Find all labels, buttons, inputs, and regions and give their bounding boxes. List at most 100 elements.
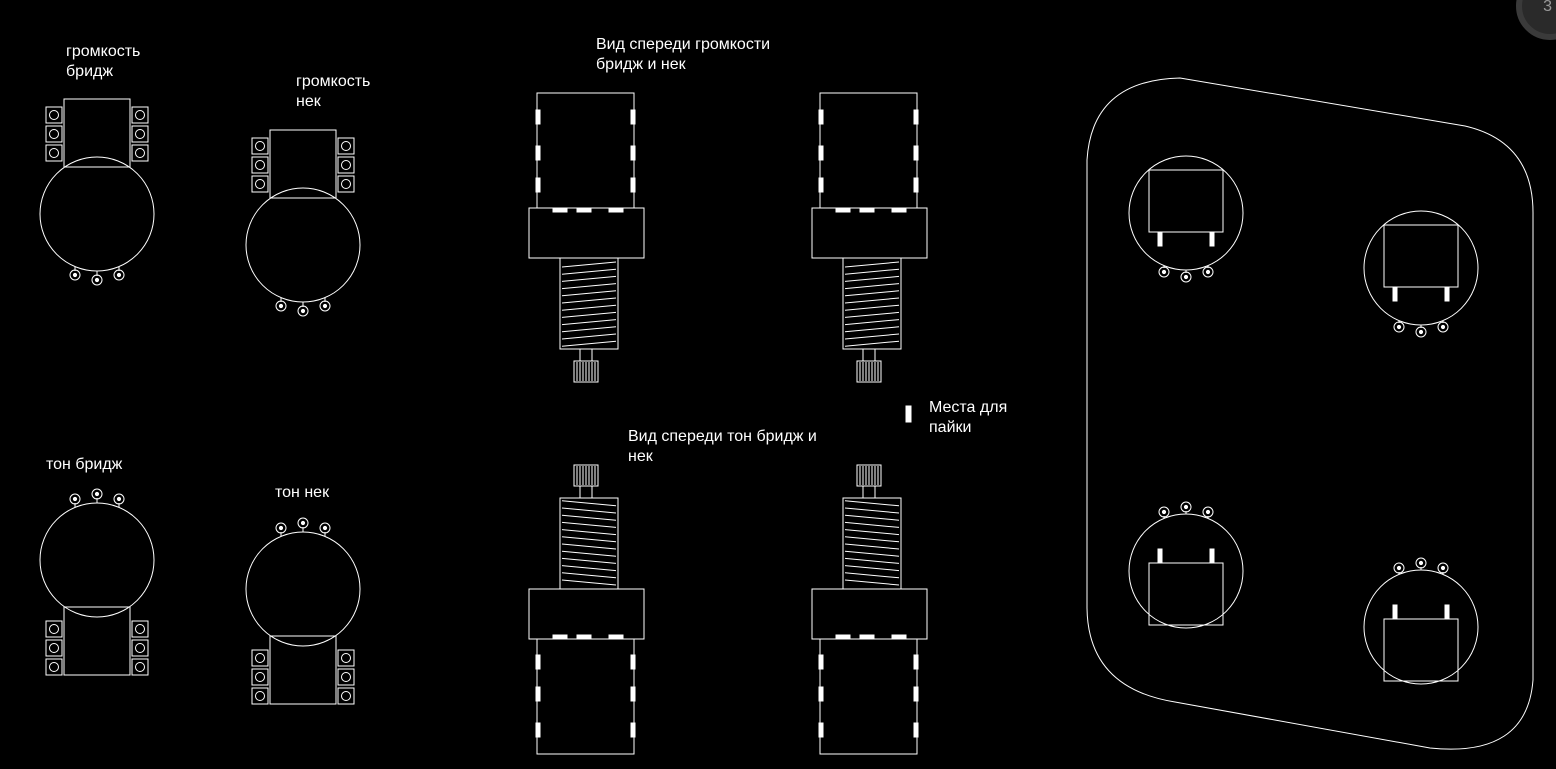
- thread-line: [844, 572, 900, 579]
- lug-hole: [1205, 269, 1211, 275]
- terminal-screw: [341, 179, 351, 189]
- solder-lug: [319, 300, 331, 312]
- switch-terminal: [251, 156, 269, 174]
- solder-tab: [913, 177, 919, 193]
- pot-body: [245, 531, 361, 647]
- thread-line: [844, 536, 900, 543]
- pot-tone-neck: [245, 517, 361, 705]
- solder-tab: [608, 634, 624, 640]
- thread-line: [561, 521, 617, 528]
- solder-lug: [1393, 321, 1405, 333]
- terminal-screw: [255, 691, 265, 701]
- corner-page-button[interactable]: [1516, 0, 1556, 40]
- terminal-screw: [49, 624, 59, 634]
- thread-line: [844, 500, 900, 507]
- terminal-screw: [49, 662, 59, 672]
- thread-line: [844, 319, 900, 326]
- lug-hole: [116, 272, 122, 278]
- pot-body: [1363, 569, 1479, 685]
- solder-tab: [552, 207, 568, 213]
- solder-lug: [69, 269, 81, 281]
- thread-line: [844, 275, 900, 282]
- thread-line: [844, 304, 900, 311]
- lug-hole: [300, 308, 306, 314]
- lug-hole: [94, 491, 100, 497]
- solder-lug: [69, 493, 81, 505]
- solder-tab: [835, 634, 851, 640]
- switch-box: [536, 92, 635, 209]
- switch-box: [1148, 562, 1224, 626]
- plate-pot-tone-neck: [1363, 557, 1479, 685]
- solder-lug: [1158, 266, 1170, 278]
- thread-line: [561, 304, 617, 311]
- switch-housing: [63, 606, 131, 676]
- terminal-screw: [255, 160, 265, 170]
- lug-hole: [1161, 509, 1167, 515]
- lug-hole: [1205, 509, 1211, 515]
- thread-line: [561, 275, 617, 282]
- solder-lug: [297, 305, 309, 317]
- pot-casing: [528, 207, 645, 259]
- lug-hole: [1396, 565, 1402, 571]
- lug-hole: [1440, 565, 1446, 571]
- thread-line: [561, 565, 617, 572]
- switch-terminal: [251, 137, 269, 155]
- pot-body: [1363, 210, 1479, 326]
- thread-line: [561, 529, 617, 536]
- lug-hole: [116, 496, 122, 502]
- pot-casing: [811, 207, 928, 259]
- legend-solder-marker: [905, 405, 912, 423]
- terminal-screw: [341, 672, 351, 682]
- shaft: [579, 348, 593, 362]
- solder-lug: [1202, 506, 1214, 518]
- thread-line: [844, 579, 900, 586]
- lug-hole: [322, 303, 328, 309]
- solder-tab: [891, 634, 907, 640]
- solder-tab: [859, 207, 875, 213]
- solder-lug: [1180, 501, 1192, 513]
- switch-terminal: [337, 137, 355, 155]
- thread-line: [844, 514, 900, 521]
- solder-tab: [913, 654, 919, 670]
- solder-lug: [1202, 266, 1214, 278]
- solder-lug: [91, 488, 103, 500]
- shaft: [579, 485, 593, 499]
- solder-tab: [891, 207, 907, 213]
- plate-pot-tone-bridge: [1128, 501, 1244, 629]
- switch-housing: [269, 129, 337, 199]
- thread-line: [561, 283, 617, 290]
- thread-line: [561, 557, 617, 564]
- shaft: [862, 485, 876, 499]
- solder-tab: [535, 177, 541, 193]
- solder-tab: [552, 634, 568, 640]
- solder-tab: [818, 145, 824, 161]
- terminal-screw: [135, 129, 145, 139]
- solder-tab: [630, 177, 636, 193]
- solder-tab: [913, 722, 919, 738]
- solder-tab: [859, 634, 875, 640]
- front-view-tone-bridge: [528, 464, 645, 755]
- thread-line: [844, 521, 900, 528]
- switch-terminal: [337, 649, 355, 667]
- lug-hole: [1161, 269, 1167, 275]
- solder-tab: [535, 722, 541, 738]
- pot-body: [39, 156, 155, 272]
- solder-tab: [835, 207, 851, 213]
- thread-line: [561, 268, 617, 275]
- switch-terminal: [131, 106, 149, 124]
- switch-terminal: [337, 156, 355, 174]
- front-view-tone-neck: [811, 464, 928, 755]
- shaft: [862, 348, 876, 362]
- knurled-shaft: [573, 360, 599, 383]
- thread-line: [561, 319, 617, 326]
- lug-hole: [322, 525, 328, 531]
- solder-lug: [275, 300, 287, 312]
- solder-tab: [630, 686, 636, 702]
- plate-pot-volume-neck: [1363, 210, 1479, 338]
- control-plate-outline: [1086, 77, 1534, 750]
- switch-terminal: [45, 639, 63, 657]
- solder-lug: [319, 522, 331, 534]
- solder-tab: [1444, 286, 1450, 302]
- switch-terminal: [251, 668, 269, 686]
